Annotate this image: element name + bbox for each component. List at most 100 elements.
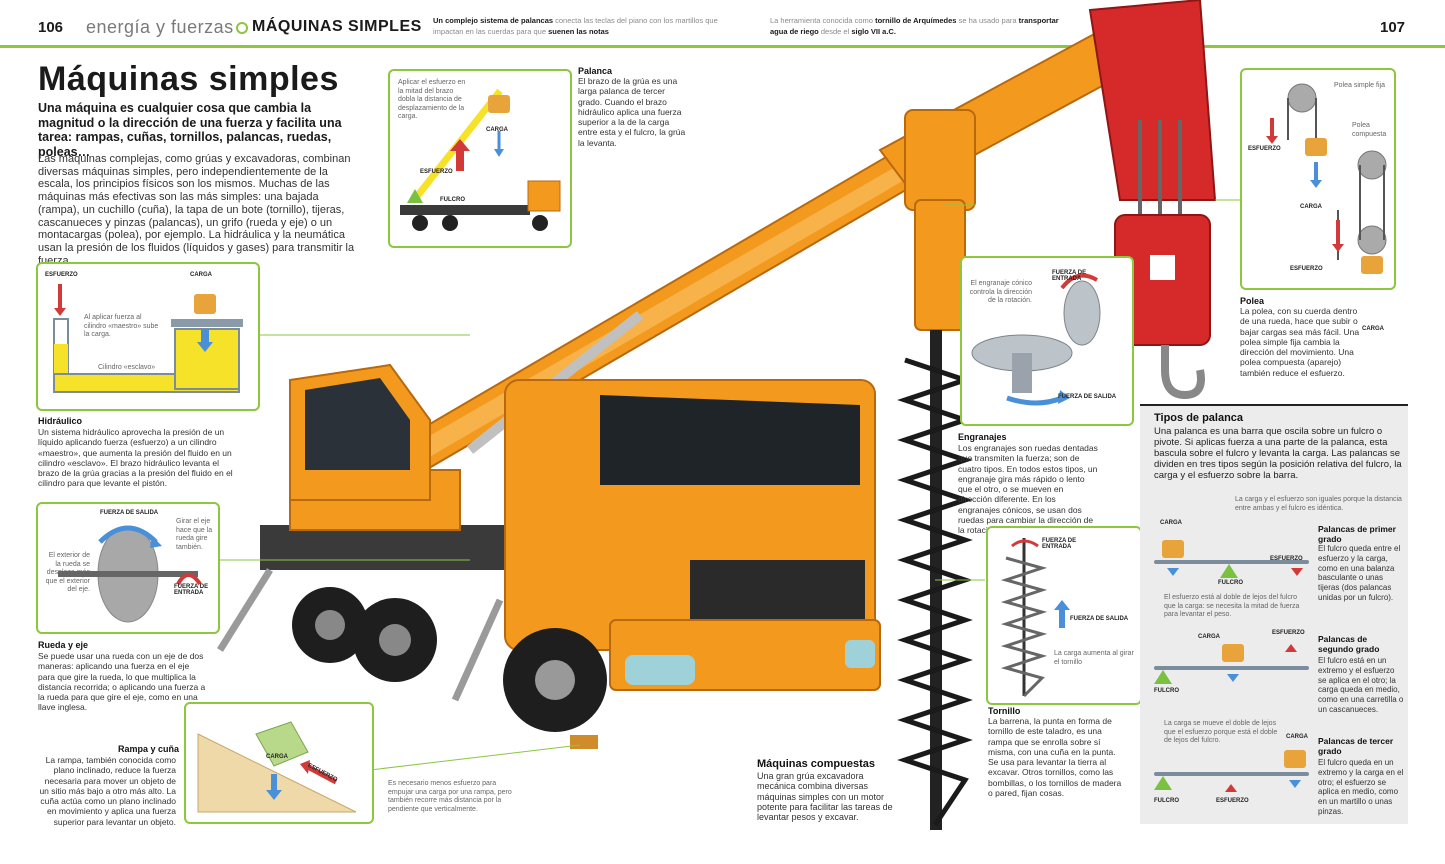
first-class-heading: Palancas de primer grado bbox=[1318, 524, 1396, 544]
screw-caption: La carga aumenta al girar el tornillo bbox=[1054, 650, 1134, 666]
operator-window bbox=[305, 378, 410, 470]
label-fuerza-entrada: FUERZA DE ENTRADA bbox=[174, 584, 209, 596]
third-class-heading: Palancas de tercer grado bbox=[1318, 736, 1394, 756]
chapter-title: MÁQUINAS SIMPLES bbox=[252, 18, 422, 35]
panel-divider bbox=[1140, 404, 1408, 406]
first-class-text: El fulcro queda entre el esfuerzo y la c… bbox=[1318, 544, 1401, 602]
arrow-up-icon bbox=[1285, 644, 1297, 652]
lever-types-intro: Una palanca es una barra que oscila sobr… bbox=[1154, 426, 1402, 481]
label-fulcro: FULCRO bbox=[1218, 580, 1243, 586]
hook-block-stripe bbox=[1150, 255, 1175, 280]
outrigger bbox=[451, 598, 504, 702]
page-header: 106 energía y fuerzas MÁQUINAS SIMPLES U… bbox=[0, 0, 1445, 48]
arrow-down-icon bbox=[1289, 780, 1301, 788]
fact-archimedes: La herramienta conocida como tornillo de… bbox=[770, 16, 1059, 36]
wheel-hub bbox=[379, 624, 411, 656]
page-title: Máquinas simples bbox=[38, 60, 339, 98]
crane-boom-highlight bbox=[310, 118, 990, 515]
lever-types-heading: Tipos de palanca bbox=[1154, 412, 1244, 424]
lever-text: El brazo de la grúa es una larga palanca… bbox=[578, 76, 686, 148]
auger-motor bbox=[904, 109, 976, 211]
crane-lever-diagram: Aplicar el esfuerzo en la mitad del braz… bbox=[388, 69, 572, 248]
label-fuerza-entrada: FUERZA DE ENTRADA bbox=[1052, 270, 1087, 282]
label-fuerza-salida: FUERZA DE SALIDA bbox=[1058, 394, 1117, 400]
intro-text: Una máquina es cualquier cosa que cambia… bbox=[38, 101, 342, 159]
arrow-down-icon bbox=[1291, 568, 1303, 576]
label-carga: CARGA bbox=[190, 272, 212, 278]
gears-caption: El engranaje cónico controla la direcció… bbox=[969, 280, 1032, 304]
label-polea-compuesta: Polea compuesta bbox=[1352, 122, 1387, 138]
section-name: energía y fuerzas bbox=[86, 17, 234, 37]
pulley-text: La polea, con su cuerda dentro de una ru… bbox=[1240, 306, 1360, 378]
label-esfuerzo: ESFUERZO bbox=[1270, 556, 1303, 562]
lever-bar bbox=[1154, 560, 1309, 564]
pulley-drawing bbox=[1266, 83, 1387, 274]
boom-tip bbox=[1088, 0, 1217, 201]
header-divider bbox=[0, 45, 1445, 48]
gears-drawing bbox=[971, 273, 1101, 406]
label-esfuerzo: ESFUERZO bbox=[1248, 146, 1281, 152]
connector-line bbox=[369, 744, 581, 771]
arrow-down-icon bbox=[1227, 674, 1239, 682]
outrigger-pad bbox=[570, 735, 598, 749]
label-esfuerzo: ESFUERZO bbox=[1216, 798, 1249, 804]
fact-piano: Un complejo sistema de palancas conecta … bbox=[433, 16, 718, 36]
label-carga: CARGA bbox=[1286, 734, 1308, 740]
ramp-caption: Es necesario menos esfuerzo para empujar… bbox=[388, 780, 512, 813]
weight-icon bbox=[1222, 644, 1244, 662]
second-class-text: El fulcro está en un extremo y el esfuer… bbox=[1318, 656, 1404, 714]
label-carga: CARGA bbox=[266, 754, 288, 760]
third-class-text: El fulcro queda en un extremo y la carga… bbox=[1318, 758, 1404, 816]
wheel-text: Se puede usar una rueda con un eje de do… bbox=[38, 651, 206, 713]
headlight bbox=[845, 640, 875, 668]
screw-drawing bbox=[1000, 538, 1070, 698]
wheel-axle-diagram: FUERZA DE SALIDA FUERZA DE ENTRADA Girar… bbox=[36, 502, 220, 634]
gears-text: Los engranajes son ruedas dentadas que t… bbox=[958, 443, 1098, 536]
page-number-right: 107 bbox=[1380, 19, 1406, 36]
body-text: Las máquinas complejas, como grúas y exc… bbox=[38, 153, 355, 267]
label-carga: CARGA bbox=[486, 127, 508, 133]
pulley-diagram: Polea simple fija Polea compuesta ESFUER… bbox=[1240, 68, 1396, 332]
second-class-note: El esfuerzo está al doble de lejos del f… bbox=[1164, 594, 1300, 618]
ramp-text: La rampa, también conocida como plano in… bbox=[39, 755, 176, 827]
ramp-heading: Rampa y cuña bbox=[118, 744, 180, 754]
windshield bbox=[600, 395, 860, 485]
label-carga: CARGA bbox=[1362, 326, 1384, 332]
lever-drawing bbox=[400, 88, 561, 231]
hydraulic-heading: Hidráulico bbox=[38, 416, 83, 426]
fulcrum-icon bbox=[1154, 670, 1172, 684]
pulley-heading: Polea bbox=[1240, 296, 1265, 306]
arrow-up-icon bbox=[1225, 784, 1237, 792]
label-fulcro: FULCRO bbox=[440, 197, 465, 203]
weight-icon bbox=[1162, 540, 1184, 558]
third-class-note: La carga se mueve el doble de lejos que … bbox=[1164, 720, 1278, 744]
label-polea-fija: Polea simple fija bbox=[1334, 82, 1385, 89]
auger-housing bbox=[914, 199, 966, 331]
outrigger bbox=[217, 568, 273, 652]
lever-bar bbox=[1154, 772, 1309, 776]
first-class-note: La carga y el esfuerzo son iguales porqu… bbox=[1235, 496, 1402, 512]
label-esfuerzo: ESFUERZO bbox=[1290, 266, 1323, 272]
gears-diagram: El engranaje cónico controla la direcció… bbox=[960, 256, 1134, 426]
label-esfuerzo: ESFUERZO bbox=[45, 272, 78, 278]
lever-types-panel: Tipos de palanca Una palanca es una barr… bbox=[1140, 404, 1408, 824]
screw-heading: Tornillo bbox=[988, 706, 1021, 716]
label-fuerza-salida: FUERZA DE SALIDA bbox=[100, 510, 159, 516]
bullet-icon bbox=[236, 22, 248, 34]
second-class-heading: Palancas de segundo grado bbox=[1318, 634, 1380, 654]
arrow-down-icon bbox=[1167, 568, 1179, 576]
compound-heading: Máquinas compuestas bbox=[757, 758, 875, 770]
gears-heading: Engranajes bbox=[958, 432, 1007, 442]
hydraulic-drawing bbox=[53, 284, 243, 393]
wheel-hub bbox=[315, 610, 345, 640]
wheel-hub bbox=[535, 660, 575, 700]
label-fuerza-salida: FUERZA DE SALIDA bbox=[1070, 616, 1129, 622]
compound-text: Una gran grúa excavadora mecánica combin… bbox=[757, 771, 893, 823]
cap-exterior: El exterior de la rueda se desplaza más … bbox=[45, 552, 90, 593]
ramp-diagram: CARGA ESFUERZO bbox=[184, 702, 374, 824]
lever-heading: Palanca bbox=[578, 66, 613, 76]
label-carga: CARGA bbox=[1300, 204, 1322, 210]
hydraulic-diagram: ESFUERZO CARGA Al aplicar fuerza al cili… bbox=[36, 262, 260, 411]
ramp-drawing bbox=[197, 721, 357, 813]
